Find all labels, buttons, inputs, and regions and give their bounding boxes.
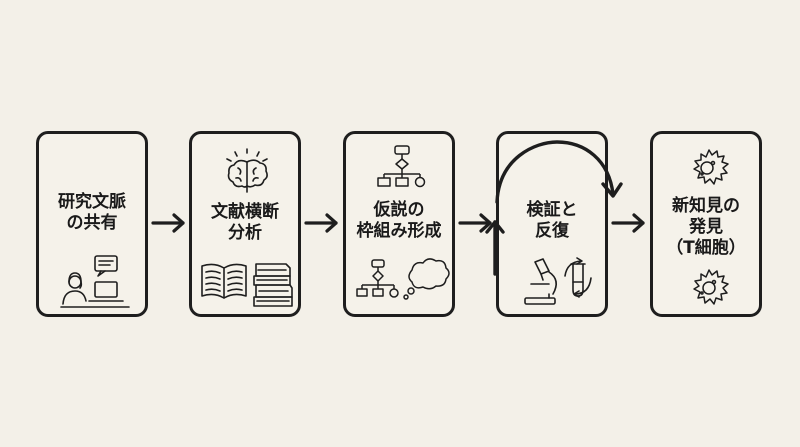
step-label: 文献横断 分析	[211, 202, 279, 243]
microscope-icon	[524, 257, 592, 305]
brain-icon	[226, 148, 268, 193]
arrow-right-icon	[611, 213, 645, 233]
t-cell-icon	[693, 149, 729, 185]
step-box-new-discovery: 新知見の 発見 （T細胞）	[650, 131, 762, 317]
step-box-literature-analysis: 文献横断 分析	[189, 131, 301, 317]
arrow-right-icon	[304, 213, 338, 233]
step-label: 仮説の 枠組み形成	[356, 200, 442, 241]
iteration-loop-arrow-icon	[485, 140, 623, 276]
step-label: 研究文脈 の共有	[58, 192, 126, 233]
step-box-hypothesis-framework: 仮説の 枠組み形成	[343, 131, 455, 317]
arrow-right-icon	[458, 213, 492, 233]
t-cell-icon	[693, 269, 729, 305]
thought-bubble-icon	[356, 258, 450, 300]
flowchart-icon	[377, 145, 426, 188]
step-label: 検証と 反復	[526, 200, 578, 241]
person-at-computer-icon	[60, 255, 130, 308]
books-icon	[201, 263, 293, 307]
arrow-right-icon	[151, 213, 185, 233]
step-label: 新知見の 発見 （T細胞）	[666, 196, 746, 258]
step-box-context-sharing: 研究文脈 の共有	[36, 131, 148, 317]
